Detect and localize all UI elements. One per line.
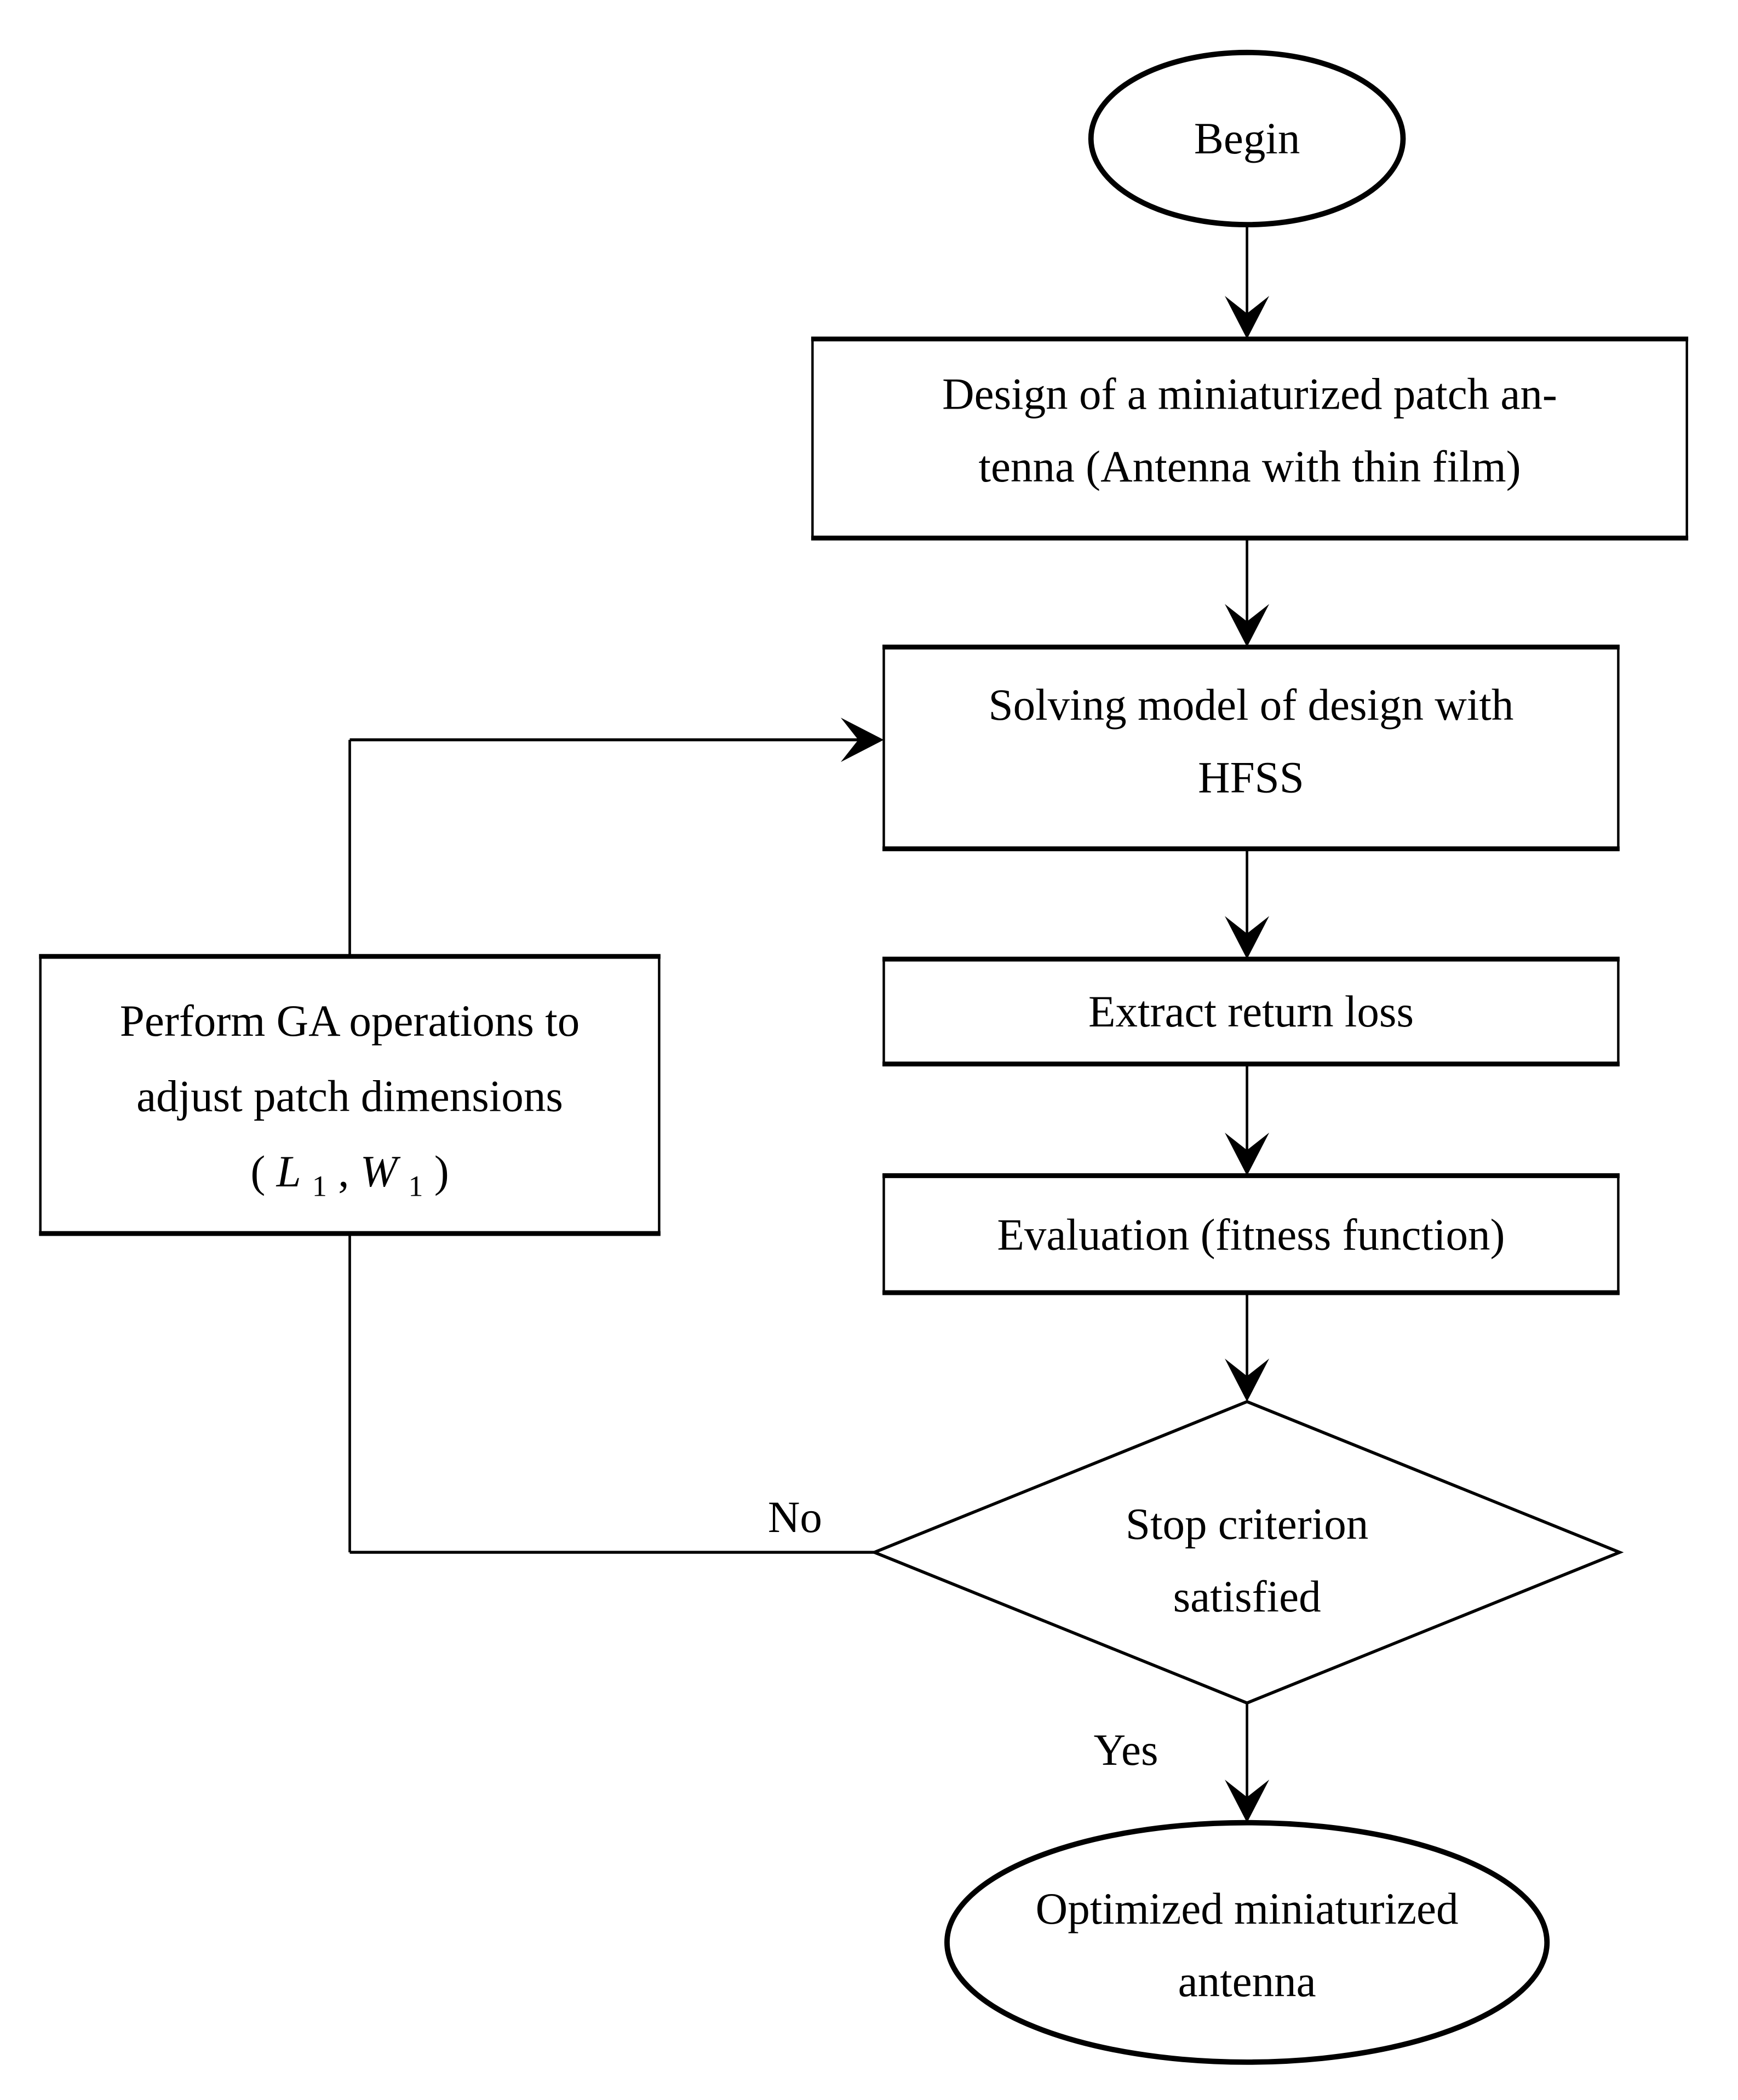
arrowhead-into-solving-left	[840, 718, 884, 762]
begin-label: Begin	[1194, 114, 1300, 163]
ga-label-line1: Perform GA operations to	[120, 996, 580, 1046]
ga-formula-open-paren: (	[250, 1147, 265, 1196]
solving-box	[882, 646, 1620, 850]
ga-label-line2: adjust patch dimensions	[136, 1072, 563, 1121]
decision-label-line2: satisfied	[1173, 1572, 1321, 1621]
optimized-label-line2: antenna	[1178, 1957, 1316, 2006]
extract-box	[882, 957, 1620, 1065]
ga-formula-comma: ,	[338, 1147, 360, 1196]
design-label-line2: tenna (Antenna with thin film)	[978, 442, 1521, 491]
design-label-line1: Design of a miniaturized patch an-	[942, 370, 1557, 419]
ga-label-formula: ( L 1 , W 1 )	[250, 1147, 449, 1206]
yes-label: Yes	[1094, 1725, 1158, 1775]
extract-label: Extract return loss	[1088, 987, 1414, 1036]
arrowhead-into-optimized	[1225, 1780, 1270, 1823]
ga-formula-L-subscript: 1	[312, 1169, 327, 1202]
arrowhead-into-solving	[1225, 604, 1270, 647]
evaluation-label: Evaluation (fitness function)	[997, 1210, 1505, 1260]
design-box	[811, 337, 1688, 540]
arrowhead-into-evaluation	[1225, 1132, 1270, 1176]
arrowhead-into-design	[1225, 296, 1270, 339]
optimized-ellipse	[944, 1820, 1550, 2065]
evaluation-box	[882, 1174, 1620, 1294]
ga-formula-L: L	[276, 1147, 301, 1196]
decision-diamond	[870, 1399, 1624, 1705]
arrowhead-into-decision	[1225, 1358, 1270, 1402]
ga-formula-W: W	[360, 1147, 401, 1196]
decision-label-line1: Stop criterion	[1126, 1500, 1368, 1549]
solving-label-line1: Solving model of design with	[989, 680, 1514, 730]
solving-label-line2: HFSS	[1198, 753, 1304, 802]
ga-formula-close-paren: )	[434, 1147, 449, 1196]
arrowhead-into-extract	[1225, 916, 1270, 960]
ga-box	[39, 955, 661, 1235]
ga-formula-W-subscript: 1	[408, 1169, 423, 1202]
begin-ellipse	[1088, 49, 1406, 228]
optimized-label-line1: Optimized miniaturized	[1036, 1884, 1459, 1933]
no-label: No	[768, 1493, 822, 1542]
